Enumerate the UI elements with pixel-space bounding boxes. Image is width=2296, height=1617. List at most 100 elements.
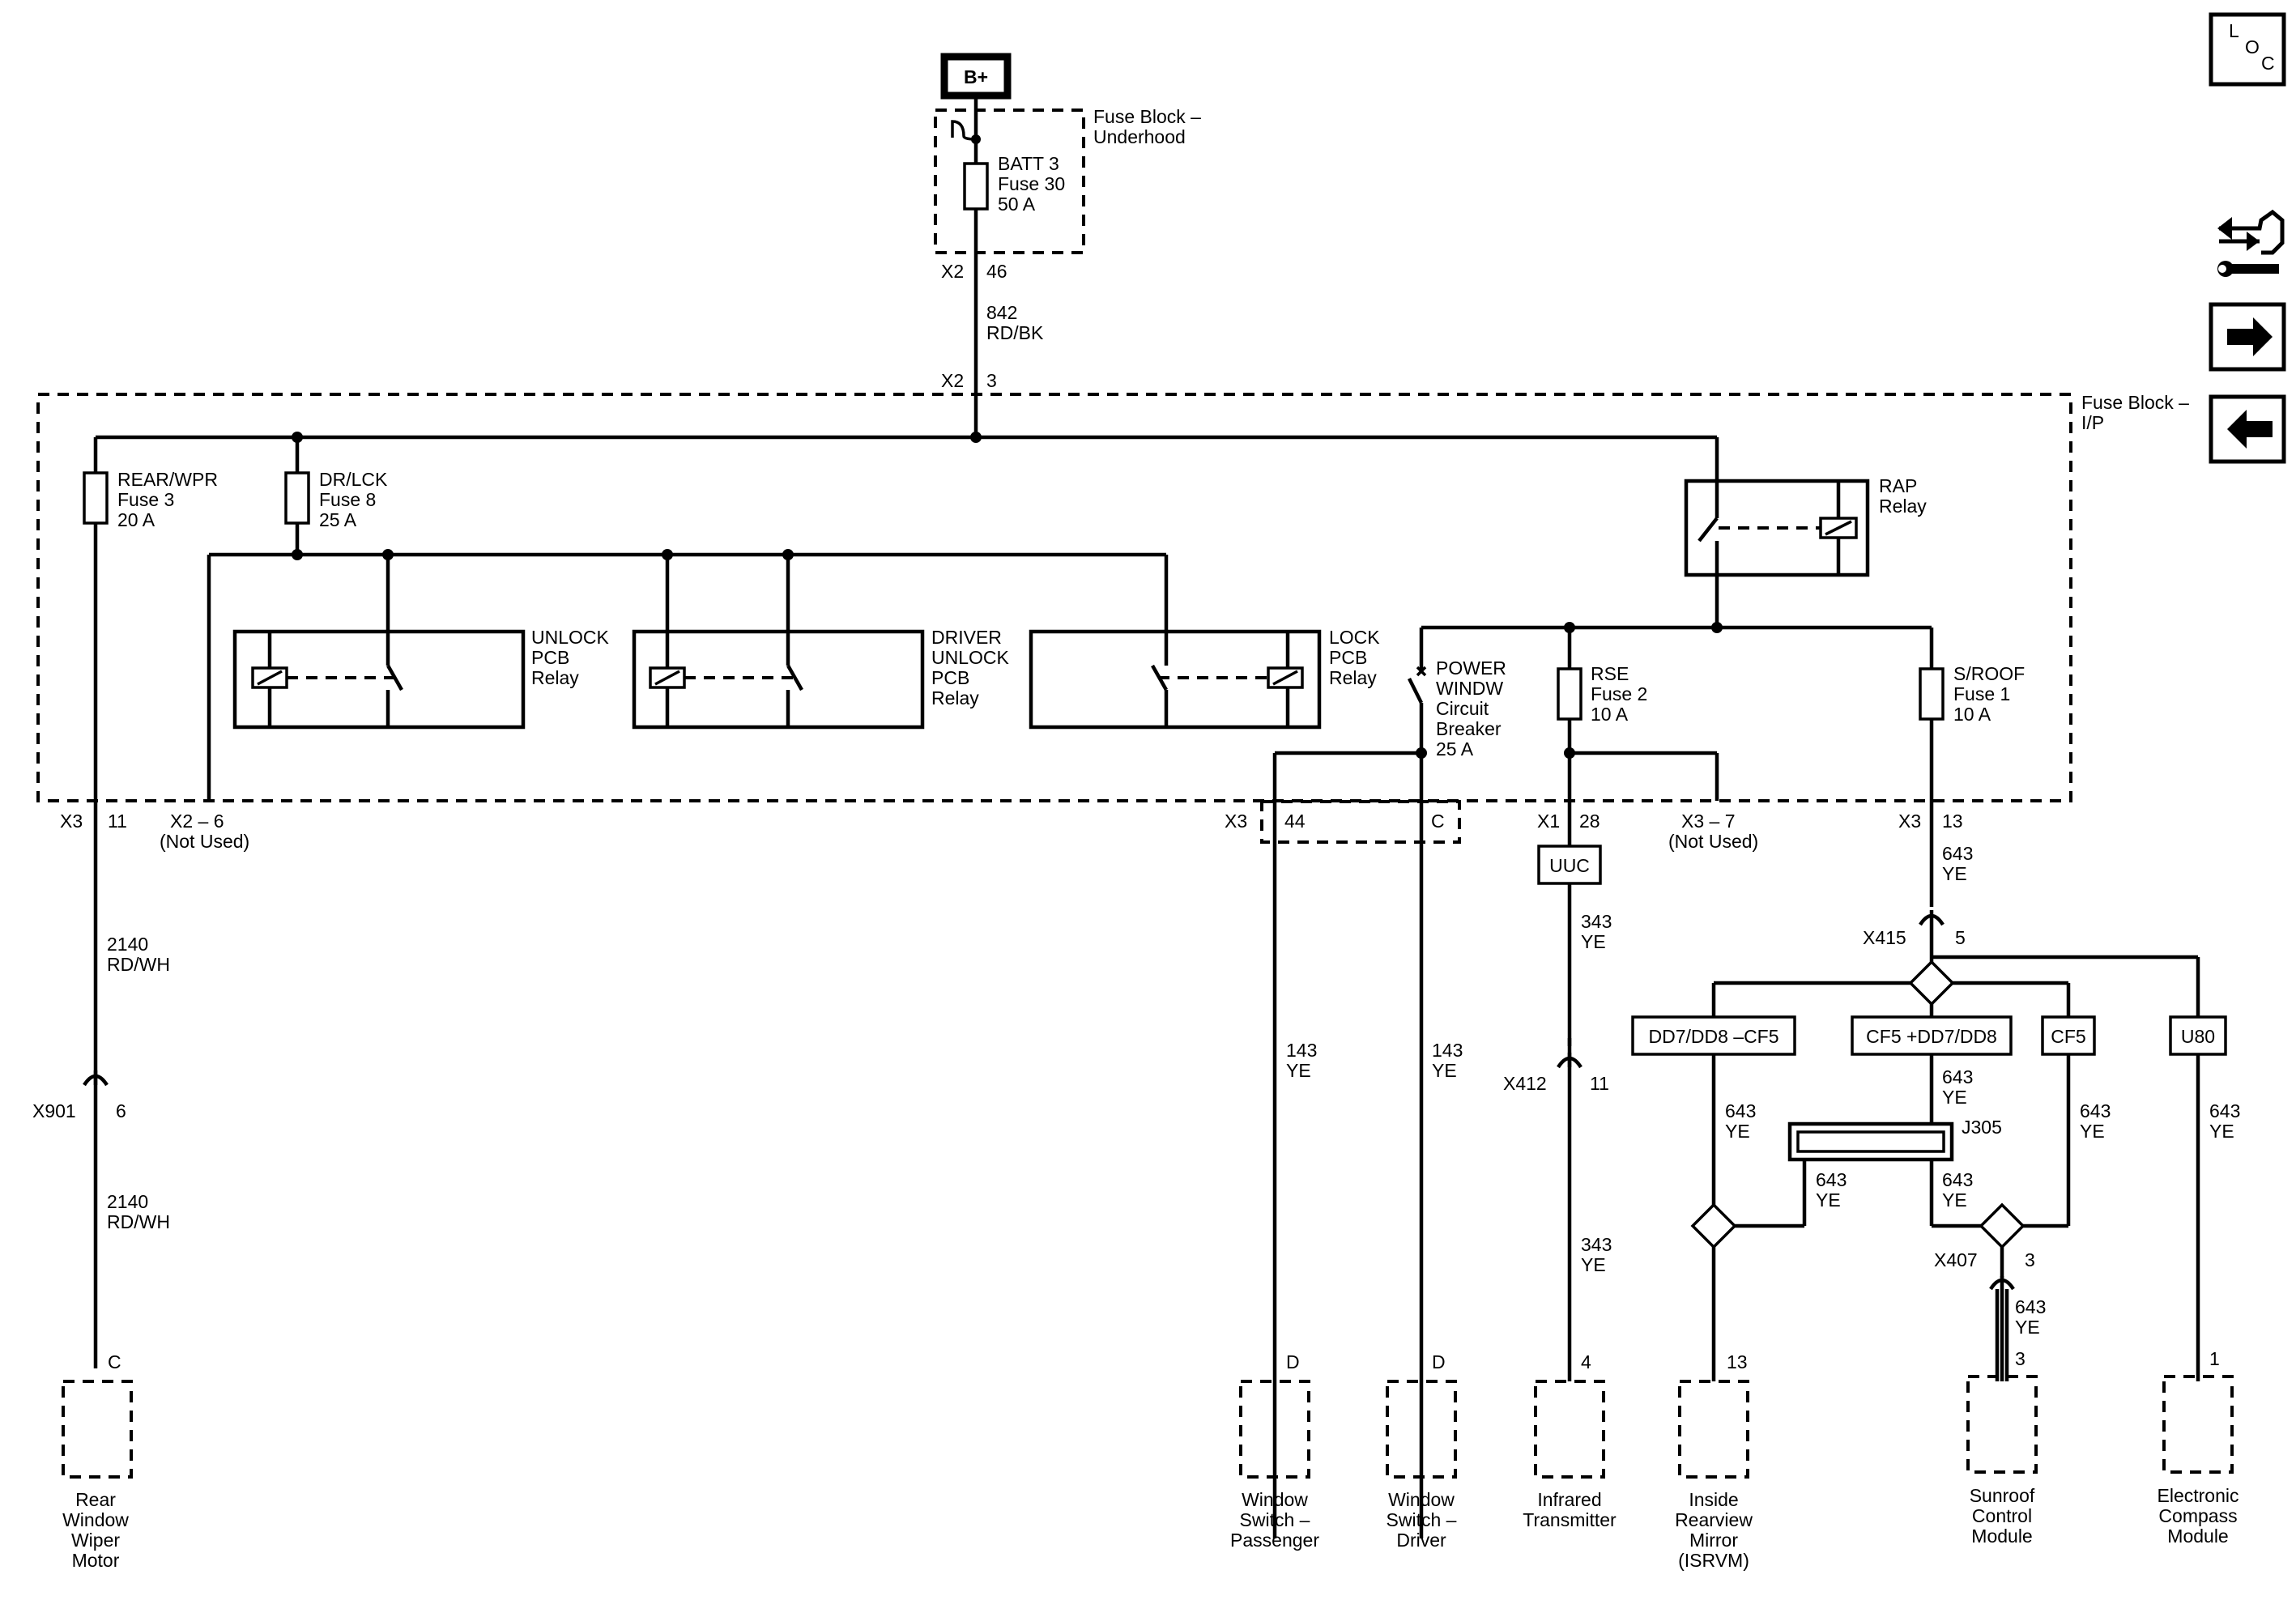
fuse-block-ip-title-2: I/P xyxy=(2081,412,2104,433)
x412-inline-connector xyxy=(1557,1038,1582,1381)
driver-unlock-relay-label: DRIVER xyxy=(931,627,1002,648)
rear-wiper-label-2: Window xyxy=(62,1509,129,1530)
j305-splice-pack xyxy=(1787,1121,1954,1162)
x415-pin-label: 5 xyxy=(1955,927,1966,948)
isrvm-label-4: (ISRVM) xyxy=(1678,1550,1749,1571)
rse-fuse-number: Fuse 2 xyxy=(1591,683,1647,704)
uuc-option-label: UUC xyxy=(1549,855,1590,876)
x2-46-pin-label: 46 xyxy=(986,261,1007,282)
cf5-plus-dd7-option: CF5 +DD7/DD8 xyxy=(1851,1015,2013,1056)
previous-page-icon xyxy=(2227,410,2273,449)
rap-relay-label: RAP xyxy=(1879,475,1917,496)
fuse-block-ip-title: Fuse Block – xyxy=(2081,392,2189,413)
previous-page-button[interactable] xyxy=(2209,394,2286,464)
wire-643-circuit: 643 xyxy=(1942,843,1973,864)
wire-643-color: YE xyxy=(1942,863,1967,884)
cf5-option: CF5 xyxy=(2041,1015,2096,1056)
circuit-breaker-label: POWER xyxy=(1436,657,1506,679)
sunroof-module-label-2: Control xyxy=(1972,1505,2032,1526)
x3-c-pin-label: C xyxy=(1431,811,1445,832)
power-window-circuit-breaker: POWER WINDW Circuit Breaker 25 A xyxy=(1407,628,1506,1538)
infrared-transmitter-label-2: Transmitter xyxy=(1523,1509,1617,1530)
x415-connector-label: X415 xyxy=(1863,927,1906,948)
fuse-block-ip xyxy=(36,393,2072,802)
battery-source: B+ xyxy=(940,53,1012,138)
wire-343-color: YE xyxy=(1581,931,1606,952)
wire-643-circuit-4: 643 xyxy=(1816,1169,1847,1190)
wire-643-color-4: YE xyxy=(1816,1189,1841,1211)
unlock-relay-label-3: Relay xyxy=(531,667,579,688)
window-switch-driver-label-3: Driver xyxy=(1396,1530,1446,1551)
window-switch-passenger-label: Window xyxy=(1242,1489,1308,1510)
x3-44-pin-label: 44 xyxy=(1284,811,1306,832)
compass-module-label: Electronic xyxy=(2158,1485,2239,1506)
window-switch-driver xyxy=(1386,1380,1457,1479)
unlock-relay-label-2: PCB xyxy=(531,647,569,668)
isrvm-pin-label: 13 xyxy=(1727,1351,1748,1372)
wire-143-drv-color: YE xyxy=(1432,1060,1457,1081)
compass-module-label-3: Module xyxy=(2167,1526,2228,1547)
fuse-block-underhood-title-2: Underhood xyxy=(1093,126,1186,147)
next-page-icon xyxy=(2227,317,2273,356)
component-locator-button[interactable]: L O C xyxy=(2209,12,2286,87)
wire-143-pass-color: YE xyxy=(1286,1060,1311,1081)
inside-rearview-mirror xyxy=(1678,1380,1749,1479)
dd7-minus-cf5-label: DD7/DD8 –CF5 xyxy=(1648,1026,1778,1047)
isrvm-label-3: Mirror xyxy=(1689,1530,1738,1551)
window-switch-driver-label: Window xyxy=(1388,1489,1455,1510)
wire-2140-color-2: RD/WH xyxy=(107,1211,170,1232)
wire-2140-color: RD/WH xyxy=(107,954,170,975)
rap-relay-label-2: Relay xyxy=(1879,496,1927,517)
compass-module-label-2: Compass xyxy=(2158,1505,2237,1526)
sunroof-module-label-3: Module xyxy=(1971,1526,2032,1547)
wire-842-color: RD/BK xyxy=(986,322,1044,343)
dr-lck-fuse: DR/LCK Fuse 8 25 A xyxy=(284,437,388,530)
wire-143-pass-circuit: 143 xyxy=(1286,1040,1317,1061)
u80-option: U80 xyxy=(2169,1015,2227,1056)
sunroof-module-label: Sunroof xyxy=(1970,1485,2035,1506)
battery-label: B+ xyxy=(964,66,988,87)
x3-13-connector-label: X3 xyxy=(1898,811,1921,832)
connector-view-icon[interactable] xyxy=(2217,209,2285,277)
circuit-breaker-label-2: WINDW xyxy=(1436,678,1503,699)
s-roof-fuse-label: S/ROOF xyxy=(1953,663,2025,684)
batt3-fuse-rating: 50 A xyxy=(998,194,1036,215)
infrared-transmitter-label: Infrared xyxy=(1537,1489,1601,1510)
u80-label: U80 xyxy=(2181,1026,2215,1047)
unlock-pcb-relay: UNLOCK PCB Relay xyxy=(232,555,610,730)
loc-letter-l: L xyxy=(2229,20,2239,41)
x3-44-connector xyxy=(1260,800,1461,844)
infrared-transmitter-pin: 4 xyxy=(1581,1351,1591,1372)
x901-connector-label: X901 xyxy=(32,1100,76,1121)
splice-diamond-sunroof xyxy=(1979,1202,2026,1249)
isrvm-label-2: Rearview xyxy=(1675,1509,1753,1530)
x407-inline-connector xyxy=(1989,1247,2015,1381)
j305-label: J305 xyxy=(1962,1117,2002,1138)
uuc-option-box: UUC xyxy=(1537,845,1602,885)
loc-letter-c: C xyxy=(2261,53,2275,74)
window-switch-passenger-pin: D xyxy=(1286,1351,1300,1372)
cf5-label: CF5 xyxy=(2051,1026,2085,1047)
x1-28-connector-label: X1 xyxy=(1537,811,1560,832)
splice-diamond-mirror xyxy=(1690,1202,1737,1249)
cf5-plus-dd7-label: CF5 +DD7/DD8 xyxy=(1866,1026,1997,1047)
s-roof-fuse-number: Fuse 1 xyxy=(1953,683,2010,704)
x2-6-not-used-note: (Not Used) xyxy=(160,831,249,852)
wire-643-circuit-3: 643 xyxy=(1942,1066,1973,1087)
infrared-transmitter xyxy=(1534,1380,1605,1479)
wire-643-circuit-7: 643 xyxy=(2015,1296,2046,1317)
x2-3-connector-label: X2 xyxy=(941,370,964,391)
lock-relay-label-2: PCB xyxy=(1329,647,1367,668)
window-switch-passenger-label-3: Passenger xyxy=(1230,1530,1319,1551)
next-page-button[interactable] xyxy=(2209,302,2286,372)
x2-connector-label: X2 xyxy=(941,261,964,282)
batt3-fuse-number: Fuse 30 xyxy=(998,173,1065,194)
wire-2140-circuit-2: 2140 xyxy=(107,1191,148,1212)
x3-11-connector-label: X3 xyxy=(60,811,83,832)
rear-wiper-label: Rear xyxy=(75,1489,116,1510)
window-switch-driver-pin: D xyxy=(1432,1351,1446,1372)
isrvm-label: Inside xyxy=(1689,1489,1738,1510)
dr-lck-fuse-rating: 25 A xyxy=(319,509,357,530)
window-switch-passenger-label-2: Switch – xyxy=(1240,1509,1310,1530)
wire-643-color-6: YE xyxy=(2080,1121,2105,1142)
